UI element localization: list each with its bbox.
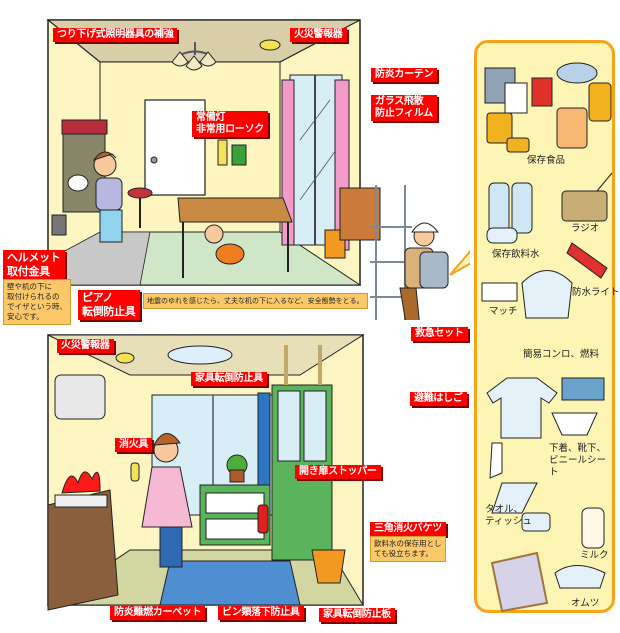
emergency-supplies-panel: 保存食品 ラジオ 保存飲料水 防水ライト マッチ 簡易コンロ、燃料 下着、靴下、… <box>474 40 620 613</box>
matches-icon <box>481 282 518 302</box>
label-furniture-plate: 家具転倒防止板 <box>319 608 395 622</box>
label-light-fixture-reinforcement: つり下げ式照明器具の補強 <box>53 28 178 42</box>
carpet <box>159 560 301 606</box>
label-fire-curtain: 防炎カーテン <box>371 68 438 82</box>
label-helmet-mount-line1: ヘルメット <box>7 251 61 264</box>
clothes-icon <box>486 377 558 439</box>
label-fire-alarm-top: 火災警報器 <box>290 28 347 42</box>
diaper-icon <box>554 565 606 589</box>
helmet-worn-icon <box>411 222 440 233</box>
kitchen-illustration <box>46 334 365 611</box>
ceiling-light-icon <box>167 345 233 365</box>
label-glass-film: ガラス飛散 防止フィルム <box>371 95 437 121</box>
portable-stove-icon <box>521 270 573 319</box>
supplies-illustration <box>481 62 613 613</box>
wall-brick <box>339 187 381 241</box>
callout-pointer <box>449 249 470 276</box>
vinyl-sheet-icon <box>561 377 605 401</box>
apron <box>141 466 193 528</box>
label-emergency-light-line1: 常備灯 <box>196 112 226 123</box>
note-triangle-bucket: 飲料水の保存用とし ても役立ちます。 <box>370 536 446 562</box>
label-piano-line2: 転倒防止具 <box>82 305 136 318</box>
note-line: 安心です。 <box>7 312 44 321</box>
note-helmet-mount: 壁や机の下に 取付けられるの でイザという時、 安心です。 <box>3 279 71 325</box>
emergency-backpack-icon <box>419 251 449 289</box>
label-emergency-light-line2: 非常用ローソク <box>196 124 264 135</box>
caption-radio: ラジオ <box>571 223 600 234</box>
candle-lantern-icon <box>231 144 247 166</box>
flashlight-icon <box>566 242 608 279</box>
triangle-bucket-icon <box>311 549 346 584</box>
flashlight-wall-icon <box>217 139 228 166</box>
helmet-icon <box>67 174 89 192</box>
note-line: 飲料水の保存用とし <box>374 539 442 548</box>
top-room-illustration <box>46 19 470 320</box>
caption-matches: マッチ <box>489 306 518 317</box>
tissue-icon <box>521 512 551 532</box>
smoke-detector-icon <box>259 39 281 51</box>
note-line: 壁や机の下に <box>7 282 52 291</box>
fire-icon <box>61 471 101 494</box>
note-line: でイザという時、 <box>7 302 67 311</box>
label-furniture-anchor: 家具転倒防止具 <box>191 372 267 386</box>
chandelier-icon <box>171 42 217 71</box>
label-extinguisher: 消火具 <box>115 438 153 452</box>
caption-diaper: オムツ <box>571 598 600 609</box>
water-bottle-icon <box>486 182 533 244</box>
socks-icon <box>489 442 503 479</box>
label-fire-resistant-carpet: 防炎難燃カーペット <box>110 606 206 620</box>
range-hood <box>54 374 106 420</box>
underwear-icon <box>551 412 598 436</box>
label-helmet-mount: ヘルメット 取付金具 <box>3 250 65 280</box>
label-glass-film-line1: ガラス飛散 <box>375 96 424 107</box>
caption-stove: 簡易コンロ、燃料 <box>523 349 600 360</box>
radio-icon <box>561 190 608 222</box>
table <box>177 197 293 223</box>
label-triangle-bucket: 三角消火バケツ <box>370 522 446 536</box>
caption-flashlight: 防水ライト <box>572 287 620 298</box>
helmet-bracket-icon <box>51 214 67 236</box>
note-line: 取付けられるの <box>7 292 60 301</box>
label-bottle-guard: ビン類落下防止具 <box>218 606 304 620</box>
caption-water: 保存飲料水 <box>492 249 540 260</box>
bottom-room-scene: 火災警報器 家具転倒防止具 消火具 開き扉ストッパー 三角消火バケツ 飲料水の保… <box>0 325 446 633</box>
caption-clothes: 下着、靴下、 ビニールシート <box>549 443 607 478</box>
label-emergency-light: 常備灯 非常用ローソク <box>192 111 268 137</box>
towel-icon <box>491 482 538 514</box>
note-line: ても役立ちます。 <box>374 549 433 558</box>
label-fire-alarm-bottom: 火災警報器 <box>57 339 114 353</box>
girl-figure <box>204 224 224 244</box>
preserved-food-icon <box>484 62 612 153</box>
top-room-scene: つり下げ式照明器具の補強 火災警報器 防炎カーテン ガラス飛散 防止フィルム 常… <box>0 0 470 406</box>
baby-bottle-icon <box>581 507 605 549</box>
kitchen-counter <box>47 489 119 611</box>
label-glass-film-line2: 防止フィルム <box>375 108 433 119</box>
caption-towel: タオル、 ティッシュ <box>485 504 532 527</box>
label-escape-ladder: 避難はしご <box>410 392 467 406</box>
label-door-stopper: 開き扉ストッパー <box>295 465 381 479</box>
caption-preserved-food: 保存食品 <box>527 155 566 166</box>
label-piano-line1: ピアノ <box>82 291 114 304</box>
spray-extinguisher-icon <box>130 462 140 482</box>
label-piano-anchor: ピアノ 転倒防止具 <box>78 290 140 320</box>
label-helmet-mount-line2: 取付金具 <box>7 265 50 278</box>
valuables-bag-icon <box>490 551 549 613</box>
caption-milk: ミルク <box>580 550 609 561</box>
note-earthquake: 地震のゆれを感じたら、丈夫な机の下に入るなど、安全態勢をとる。 <box>143 293 368 309</box>
smoke-detector-icon <box>115 352 135 364</box>
label-first-aid-kit: 救急セット <box>411 327 468 341</box>
fire-extinguisher-icon <box>257 504 269 534</box>
